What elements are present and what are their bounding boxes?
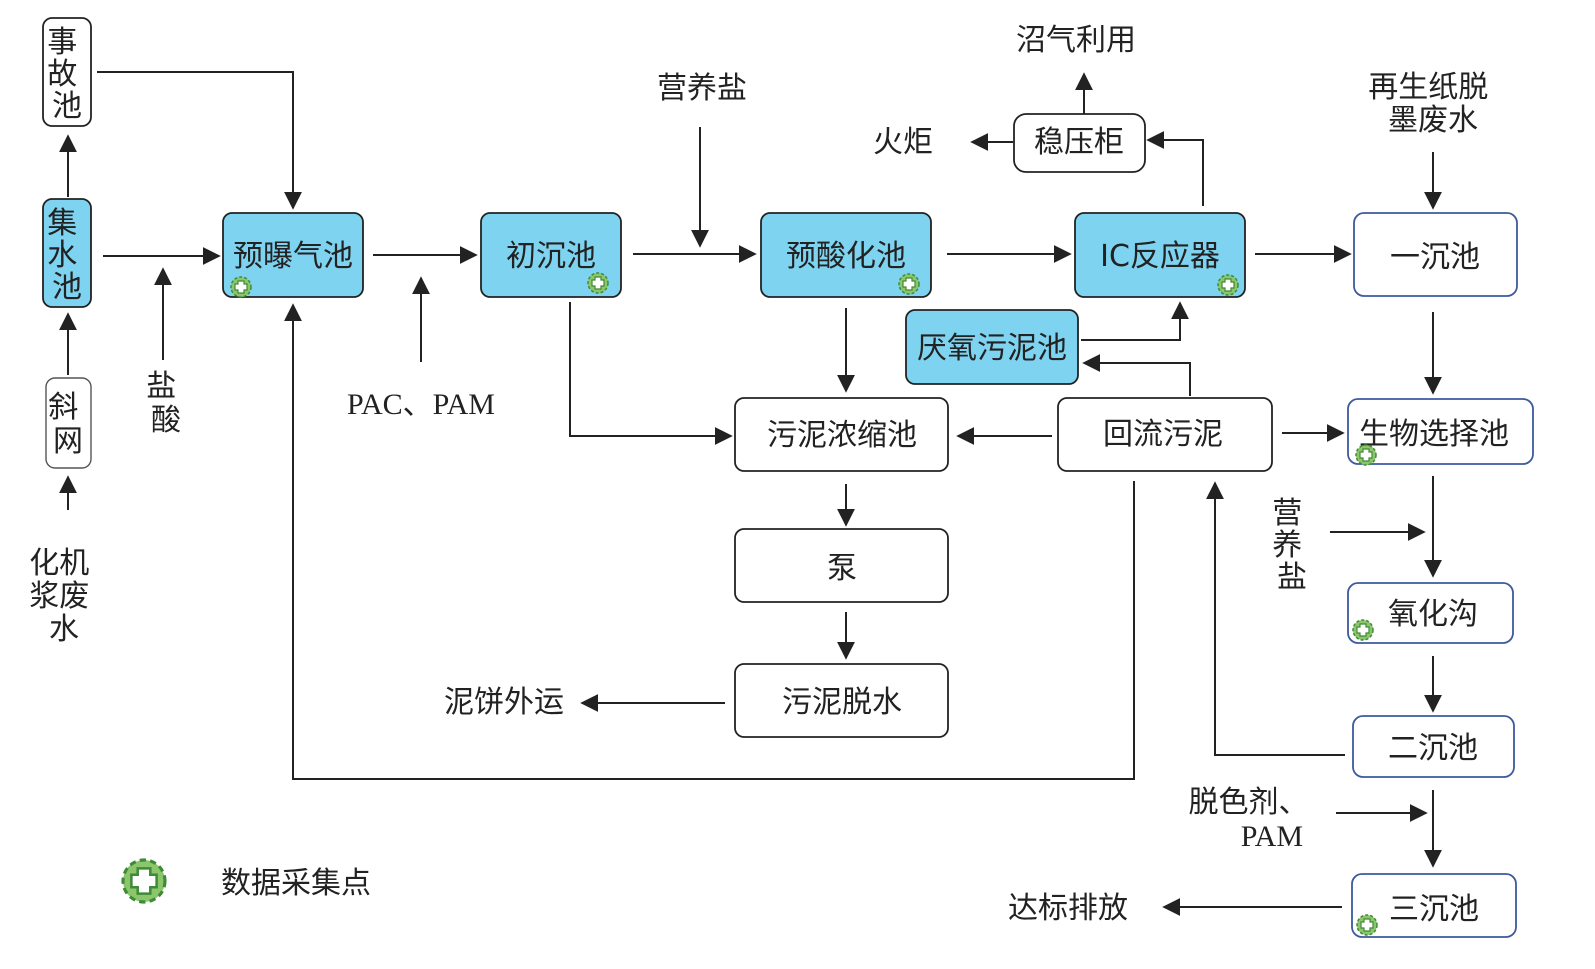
tertiary-clarifier-label: 三沉池 xyxy=(1389,892,1479,927)
pre-acidification-box: 预酸化池 xyxy=(760,212,932,298)
arrow-ic-to-stabilizer xyxy=(1146,131,1204,206)
cake-out-label: 泥饼外运 xyxy=(444,685,564,720)
return-sludge-box: 回流污泥 xyxy=(1057,397,1273,472)
anaerobic-sludge-box: 厌氧污泥池 xyxy=(905,309,1079,385)
sludge-dewatering-box: 污泥脱水 xyxy=(734,663,949,738)
ic-reactor-label: IC反应器 xyxy=(1100,239,1220,274)
stabilizer-label: 稳压柜 xyxy=(1034,125,1124,160)
accident-pool-label: 事 故 池 xyxy=(47,25,87,124)
pre-aeration-label: 预曝气池 xyxy=(233,239,353,274)
bio-selector-box: 生物选择池 xyxy=(1347,398,1534,466)
secondary-clarifier-label: 二沉池 xyxy=(1388,731,1478,766)
accident-pool-char: 故 xyxy=(47,57,77,92)
arrow-anaerobic-to-ic xyxy=(1081,301,1189,341)
nutrient-top-label: 营养盐 xyxy=(657,71,747,106)
nutrient-side-label: 营 养 盐 xyxy=(1272,496,1312,595)
decolor-agent-label: 脱色剂、 PAM xyxy=(1188,785,1318,853)
sludge-dewatering-label: 污泥脱水 xyxy=(782,685,902,720)
arrow-return-to-preaeration xyxy=(284,303,1135,780)
first-settling-box: 一沉池 xyxy=(1353,212,1518,297)
arrow-return-to-anaerobic xyxy=(1082,354,1191,396)
connectors xyxy=(59,71,1442,916)
data-collection-point-icon xyxy=(1356,914,1378,936)
pump-box: 泵 xyxy=(734,528,949,603)
data-collection-point-icon xyxy=(587,272,609,294)
tertiary-clarifier-box: 三沉池 xyxy=(1351,873,1517,938)
data-collection-point-icon xyxy=(898,273,920,295)
data-collection-point-icon xyxy=(1352,619,1374,641)
accident-pool-char: 事 xyxy=(47,25,77,60)
sludge-thickener-label: 污泥浓缩池 xyxy=(767,418,917,453)
primary-clarifier-box: 初沉池 xyxy=(480,212,622,298)
ic-reactor-box: IC反应器 xyxy=(1074,212,1246,298)
pre-aeration-box: 预曝气池 xyxy=(222,212,364,298)
stabilizer-box: 稳压柜 xyxy=(1013,113,1146,173)
accident-pool-char: 池 xyxy=(52,89,82,124)
accident-pool-box: 事 故 池 xyxy=(42,17,92,127)
chem-pulp-wastewater-label: 化机 浆废 水 xyxy=(29,546,99,647)
legend-label: 数据采集点 xyxy=(221,866,371,901)
data-collection-point-icon xyxy=(121,858,167,904)
collection-pool-label: 集 水 池 xyxy=(47,206,87,305)
collection-pool-box: 集 水 池 xyxy=(42,198,92,308)
pump-label: 泵 xyxy=(827,551,857,586)
arrow-accident-to-preaeration xyxy=(97,71,302,210)
biogas-use-label: 沼气利用 xyxy=(1016,23,1136,58)
data-collection-point-icon xyxy=(1355,444,1377,466)
arrow-primary-to-thickener xyxy=(569,302,733,445)
first-settling-label: 一沉池 xyxy=(1390,240,1480,275)
discharge-label: 达标排放 xyxy=(1008,891,1128,926)
flare-label: 火炬 xyxy=(873,125,933,160)
return-sludge-label: 回流污泥 xyxy=(1103,417,1223,452)
inclined-screen-box: 斜 网 xyxy=(45,377,92,469)
pre-acidification-label: 预酸化池 xyxy=(786,239,906,274)
primary-clarifier-label: 初沉池 xyxy=(506,239,596,274)
sludge-thickener-box: 污泥浓缩池 xyxy=(734,397,949,472)
data-collection-point-icon xyxy=(230,276,252,298)
legend: 数据采集点 xyxy=(121,858,371,904)
bio-selector-label: 生物选择池 xyxy=(1359,417,1509,452)
inclined-screen-label: 斜 网 xyxy=(48,390,88,459)
secondary-clarifier-box: 二沉池 xyxy=(1352,715,1515,778)
oxidation-ditch-label: 氧化沟 xyxy=(1388,597,1478,632)
arrow-secondary-return-sludge xyxy=(1206,481,1345,756)
oxidation-ditch-box: 氧化沟 xyxy=(1347,582,1514,644)
anaerobic-sludge-label: 厌氧污泥池 xyxy=(917,331,1067,366)
pac-pam-label: PAC、PAM xyxy=(347,388,495,421)
data-collection-point-icon xyxy=(1217,274,1239,296)
deinking-wastewater-label: 再生纸脱 墨废水 xyxy=(1368,70,1498,138)
hcl-label: 盐 酸 xyxy=(146,369,186,438)
